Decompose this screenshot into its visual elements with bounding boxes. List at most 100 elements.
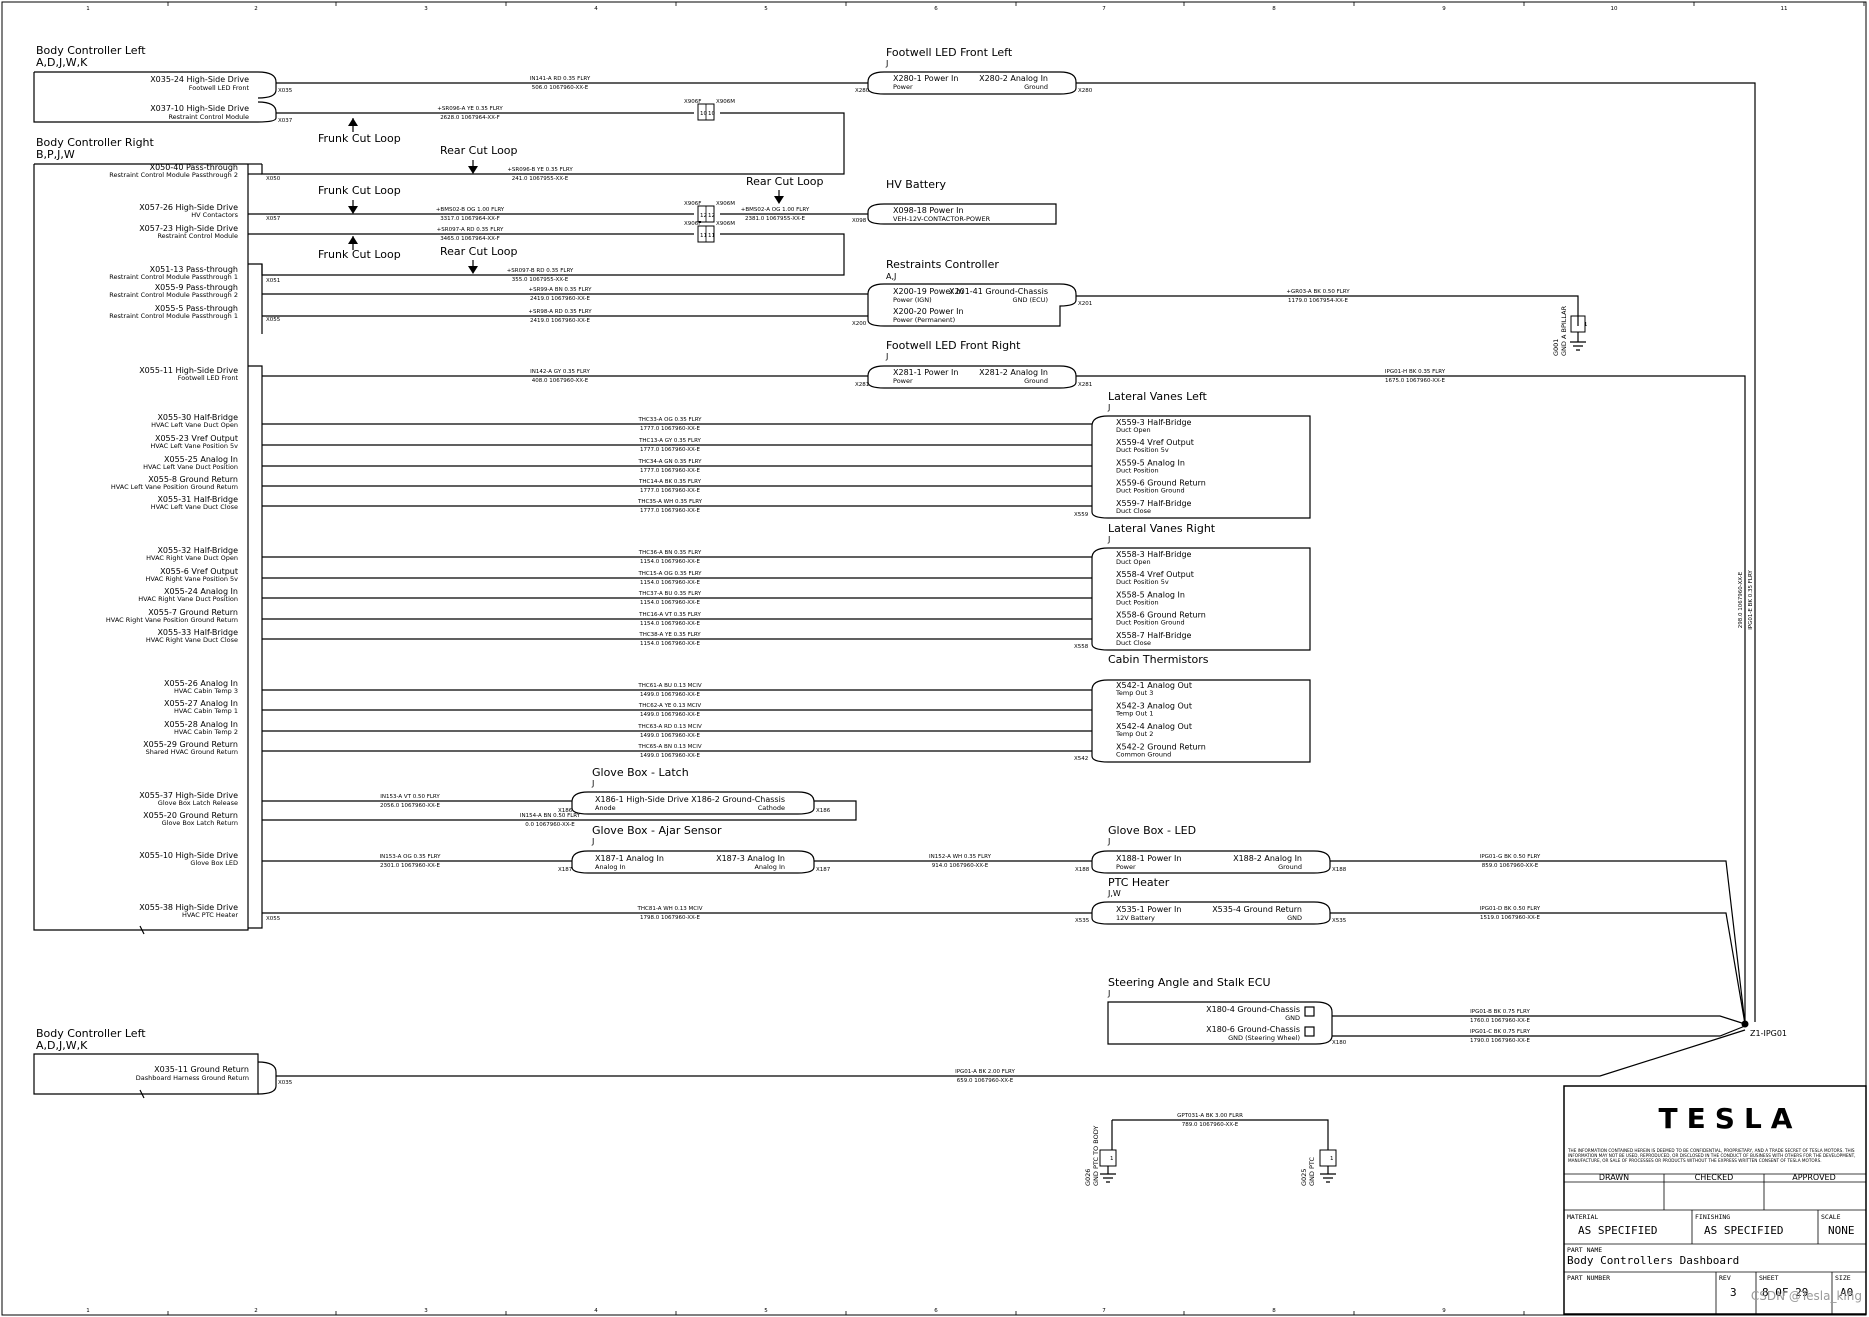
pin-desc: Footwell LED Front bbox=[178, 374, 239, 382]
wire-length: 1154.0 1067960-XX-E bbox=[640, 621, 700, 627]
ground-name: GND PTC bbox=[1308, 1157, 1316, 1186]
wire-length: 1777.0 1067960-XX-E bbox=[640, 488, 700, 494]
title-block: TESLA THE INFORMATION CONTAINED HEREIN I… bbox=[1563, 1085, 1867, 1315]
device-pin-label: X542-4 Analog Out bbox=[1116, 722, 1192, 731]
device-pin-desc: Temp Out 3 bbox=[1115, 689, 1153, 697]
device-pin-desc: Duct Position bbox=[1116, 598, 1159, 606]
vertical-wire-label: IPG01-E BK 0.35 FLRY 298.0 1067960-XX-E bbox=[1738, 570, 1754, 630]
wire-length: 1675.0 1067960-XX-E bbox=[1385, 378, 1445, 384]
pin-desc: Glove Box Latch Return bbox=[162, 819, 238, 827]
ground-point: Z1-IPG01 bbox=[1741, 1020, 1787, 1038]
pin-desc: Restraint Control Module Passthrough 1 bbox=[109, 273, 238, 281]
pin-label: X055-9 Pass-through bbox=[155, 283, 238, 292]
wire-length: 789.0 1067960-XX-E bbox=[1182, 1122, 1239, 1128]
wire-id: THC34-A GN 0.35 FLRY bbox=[638, 459, 703, 465]
svg-text:X188-1 Power In: X188-1 Power In bbox=[1116, 854, 1181, 863]
device-pin-label: X559-4 Vref Output bbox=[1116, 438, 1194, 447]
splice-label: X906F bbox=[684, 99, 701, 105]
splice-pin: 11 bbox=[708, 233, 715, 239]
svg-text:X186: X186 bbox=[558, 808, 573, 814]
svg-text:VEH-12V-CONTACTOR-POWER: VEH-12V-CONTACTOR-POWER bbox=[893, 215, 991, 223]
svg-text:Ground: Ground bbox=[1024, 83, 1048, 91]
ptc-heater: PTC Heater J,W X535-1 Power In 12V Batte… bbox=[1075, 876, 1347, 925]
pin-label: X055-7 Ground Return bbox=[148, 608, 238, 617]
pin-label: X035-11 Ground Return bbox=[154, 1065, 249, 1074]
device-pin-label: X542-3 Analog Out bbox=[1116, 702, 1192, 711]
splice-pin: 12 bbox=[700, 213, 707, 219]
component-title: Footwell LED Front Right bbox=[886, 339, 1021, 352]
pin-label: X055-11 High-Side Drive bbox=[139, 366, 238, 375]
pin-desc: HV Contactors bbox=[191, 211, 238, 219]
border-number: 1 bbox=[86, 6, 90, 12]
splice-label: X906M bbox=[716, 221, 735, 227]
part-name-label: PART NAME bbox=[1567, 1246, 1602, 1254]
wire-id: IN154-A BN 0.50 FLRY bbox=[520, 813, 581, 819]
pin-label: X055-25 Analog In bbox=[164, 455, 238, 464]
component-subtitle: B,P,J,W bbox=[36, 148, 75, 161]
body-controller-right: Body Controller Right B,P,J,W bbox=[33, 136, 249, 935]
component-subtitle: J bbox=[1107, 403, 1110, 412]
pin-label: X055-24 Analog In bbox=[164, 587, 238, 596]
pin-desc: HVAC Cabin Temp 1 bbox=[174, 707, 238, 715]
pin-desc: Dashboard Harness Ground Return bbox=[136, 1074, 249, 1082]
cut-loops: Frunk Cut Loop Rear Cut Loop Frunk Cut L… bbox=[318, 118, 824, 274]
pin-label: X050-40 Pass-through bbox=[150, 163, 238, 172]
svg-text:X280: X280 bbox=[1078, 88, 1093, 94]
wire-length: 1154.0 1067960-XX-E bbox=[640, 600, 700, 606]
svg-text:X280-2 Analog In: X280-2 Analog In bbox=[979, 74, 1048, 83]
cut-loop-label: Frunk Cut Loop bbox=[318, 132, 401, 145]
wire-id: IPG01-A BK 2.00 FLRY bbox=[955, 1069, 1015, 1075]
device-pin-label: X558-5 Analog In bbox=[1116, 590, 1185, 599]
border-number: 8 bbox=[1272, 6, 1276, 12]
part-number-label: PART NUMBER bbox=[1567, 1274, 1610, 1282]
device-pin-label: X559-5 Analog In bbox=[1116, 458, 1185, 467]
pin-label: X055-27 Analog In bbox=[164, 699, 238, 708]
approved-label: APPROVED bbox=[1792, 1173, 1836, 1182]
rev-value: 3 bbox=[1730, 1286, 1737, 1299]
device-pin-label: X559-3 Half-Bridge bbox=[1116, 418, 1192, 427]
ground-point-label: Z1-IPG01 bbox=[1750, 1029, 1787, 1038]
pin-label: X055-30 Half-Bridge bbox=[157, 413, 238, 422]
splice-label: X906M bbox=[716, 201, 735, 207]
component-title: Lateral Vanes Left bbox=[1108, 390, 1208, 403]
connector-label: X037 bbox=[278, 118, 293, 124]
pin-desc: HVAC Left Vane Duct Open bbox=[151, 421, 238, 429]
wire-length: 914.0 1067960-XX-E bbox=[932, 863, 989, 869]
svg-text:Ground: Ground bbox=[1278, 863, 1302, 871]
wire-id: THC62-A YE 0.13 MCIV bbox=[638, 703, 701, 709]
connector-label: X035 bbox=[278, 1080, 293, 1086]
component-subtitle: J bbox=[885, 352, 888, 361]
pin-label: X055-29 Ground Return bbox=[143, 740, 238, 749]
drawn-label: DRAWN bbox=[1599, 1173, 1629, 1182]
svg-text:X180: X180 bbox=[1332, 1040, 1347, 1046]
wire-id: GPT031-A BK 3.00 FLRR bbox=[1177, 1113, 1243, 1119]
wire-id: IN153-A VT 0.50 FLRY bbox=[380, 794, 440, 800]
svg-text:X281-1 Power In: X281-1 Power In bbox=[893, 368, 958, 377]
wire-length: 859.0 1067960-XX-E bbox=[1482, 863, 1539, 869]
body-controller-left-top: Body Controller Left A,D,J,W,K X035-24 H… bbox=[33, 44, 293, 124]
pin-label: X055-6 Vref Output bbox=[160, 567, 238, 576]
svg-text:X188-2 Analog In: X188-2 Analog In bbox=[1233, 854, 1302, 863]
wire-length: 1499.0 1067960-XX-E bbox=[640, 692, 700, 698]
border-number: 10 bbox=[1611, 6, 1618, 12]
svg-text:X187-1 Analog In: X187-1 Analog In bbox=[595, 854, 664, 863]
svg-text:X186-2 Ground-Chassis: X186-2 Ground-Chassis bbox=[691, 795, 785, 804]
svg-text:X281: X281 bbox=[1078, 382, 1092, 388]
wire-id: THC35-A WH 0.35 FLRY bbox=[637, 499, 703, 505]
wire-length: 241.0 1067955-XX-E bbox=[512, 176, 569, 182]
pin-desc: HVAC Left Vane Duct Close bbox=[151, 503, 238, 511]
wire-id: THC13-A GY 0.35 FLRY bbox=[638, 438, 701, 444]
wire-id: THC61-A BU 0.13 MCIV bbox=[637, 683, 701, 689]
wire-length: 1790.0 1067960-XX-E bbox=[1470, 1038, 1530, 1044]
pin-desc: Restraint Control Module Passthrough 1 bbox=[109, 312, 238, 320]
svg-text:GND: GND bbox=[1287, 914, 1302, 922]
steering-angle-stalk-ecu: Steering Angle and Stalk ECU J X180-4 Gr… bbox=[1107, 976, 1347, 1046]
pin-label: X037-10 High-Side Drive bbox=[150, 104, 249, 113]
pin-desc: Restraint Control Module Passthrough 2 bbox=[109, 171, 238, 179]
pin-desc: Glove Box LED bbox=[190, 859, 238, 867]
pin-desc: Restraint Control Module Passthrough 2 bbox=[109, 291, 238, 299]
svg-text:X187-3 Analog In: X187-3 Analog In bbox=[716, 854, 785, 863]
component-subtitle: J,W bbox=[1107, 889, 1121, 898]
